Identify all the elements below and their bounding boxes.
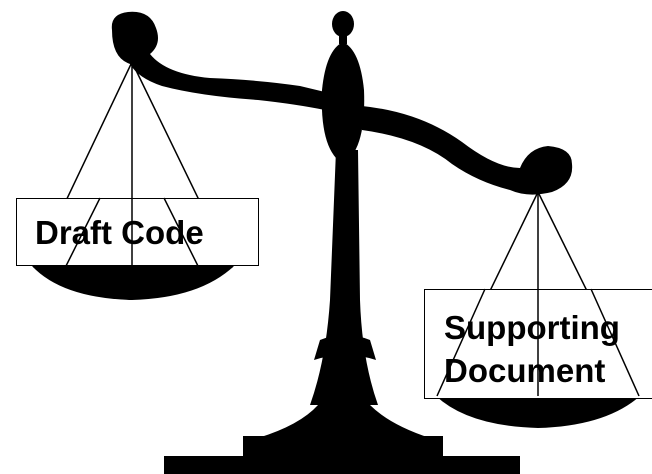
left-pan-bowl — [32, 266, 234, 300]
left-pan-label-box: Draft Code — [16, 198, 259, 266]
right-pan-label-box: Supporting Document — [424, 289, 652, 399]
right-pan-label-line1: Supporting — [444, 309, 620, 346]
right-pan-label-line2: Document — [444, 352, 606, 389]
scale-finial — [321, 11, 365, 158]
right-pan-label: Supporting Document — [444, 306, 620, 392]
right-pan-bowl — [436, 396, 640, 428]
scale-beam — [111, 11, 573, 195]
left-pan-label: Draft Code — [35, 214, 204, 251]
scale-base — [164, 405, 520, 474]
scale-post — [310, 150, 378, 405]
